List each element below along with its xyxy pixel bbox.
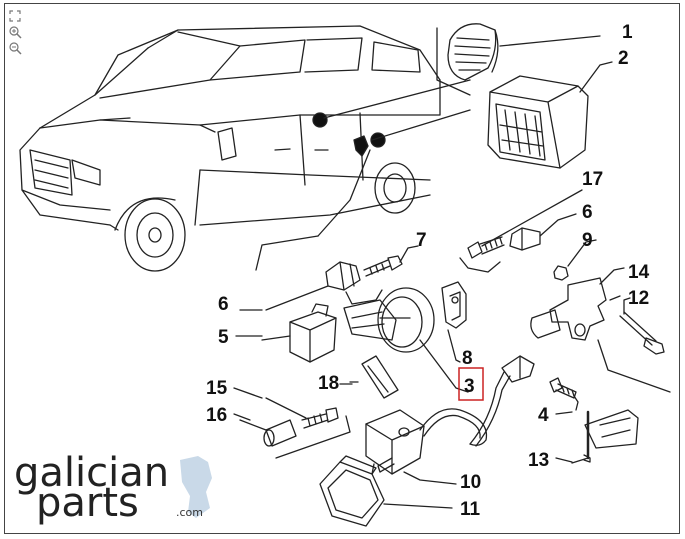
- leader-lines: [233, 295, 621, 463]
- galicianparts-logo: galician parts .com: [14, 452, 212, 526]
- galicia-map-shape: [180, 456, 212, 518]
- logo-word-galician: galician: [14, 452, 169, 496]
- logo-word-parts: parts: [36, 480, 139, 526]
- part-17-bolt: [467, 189, 583, 259]
- label-part-6-upper[interactable]: 6: [582, 202, 593, 223]
- part-16-cap: [239, 419, 297, 447]
- label-part-14[interactable]: 14: [628, 262, 650, 283]
- label-part-13[interactable]: 13: [528, 450, 549, 471]
- label-part-7[interactable]: 7: [416, 230, 427, 251]
- part-2-housing: [487, 61, 613, 169]
- part-6-bushing-upper: [509, 213, 577, 251]
- label-part-18[interactable]: 18: [318, 373, 339, 394]
- part-labels: 1 2 17 6 9 14 12 7 6 5 8 18 3 15 16 4 13…: [206, 22, 650, 520]
- part-15-divider: [275, 415, 351, 459]
- fit-to-window-icon[interactable]: [8, 9, 22, 23]
- label-part-15[interactable]: 15: [206, 378, 228, 399]
- zoom-in-icon[interactable]: [8, 25, 22, 39]
- zoom-toolbar: [8, 9, 26, 57]
- part-10-actuator: [365, 355, 535, 485]
- zoom-out-icon[interactable]: [8, 41, 22, 55]
- part-7-screw: [363, 245, 419, 277]
- part-5-switch: [261, 303, 337, 363]
- part-18-pad: [349, 355, 399, 399]
- label-part-8[interactable]: 8: [462, 348, 473, 369]
- part-12-pin: [619, 297, 665, 355]
- part-13-hinge-leaf: [571, 409, 639, 464]
- part-8-latch: [441, 281, 467, 363]
- label-part-3[interactable]: 3: [464, 376, 475, 397]
- part-3-fuel-flap: [343, 287, 469, 393]
- highlight-box-part-3: [458, 367, 484, 401]
- part-4-screw: [549, 377, 579, 411]
- label-part-16[interactable]: 16: [206, 405, 227, 426]
- label-part-5[interactable]: 5: [218, 327, 229, 348]
- label-part-1[interactable]: 1: [622, 22, 633, 43]
- label-part-2[interactable]: 2: [618, 48, 629, 69]
- van-illustration: [19, 25, 471, 272]
- label-part-11[interactable]: 11: [460, 499, 481, 520]
- part-6-bushing-lower: [265, 261, 361, 311]
- label-part-6-lower[interactable]: 6: [218, 294, 229, 315]
- part-14-divider: [597, 339, 671, 393]
- label-part-4[interactable]: 4: [538, 405, 549, 426]
- part-15-screw: [265, 397, 339, 429]
- part-14-hinge: [530, 267, 625, 341]
- logo-domain: .com: [176, 506, 203, 519]
- part-11-boot: [319, 455, 453, 527]
- part-9-nut: [553, 239, 597, 281]
- label-part-9[interactable]: 9: [582, 230, 593, 251]
- label-part-10[interactable]: 10: [460, 472, 481, 493]
- part-1-grille-cover: [447, 23, 601, 81]
- part-7-divider: [345, 289, 383, 305]
- label-part-12[interactable]: 12: [628, 288, 649, 309]
- part-17-divider: [459, 257, 501, 273]
- label-part-17[interactable]: 17: [582, 169, 603, 190]
